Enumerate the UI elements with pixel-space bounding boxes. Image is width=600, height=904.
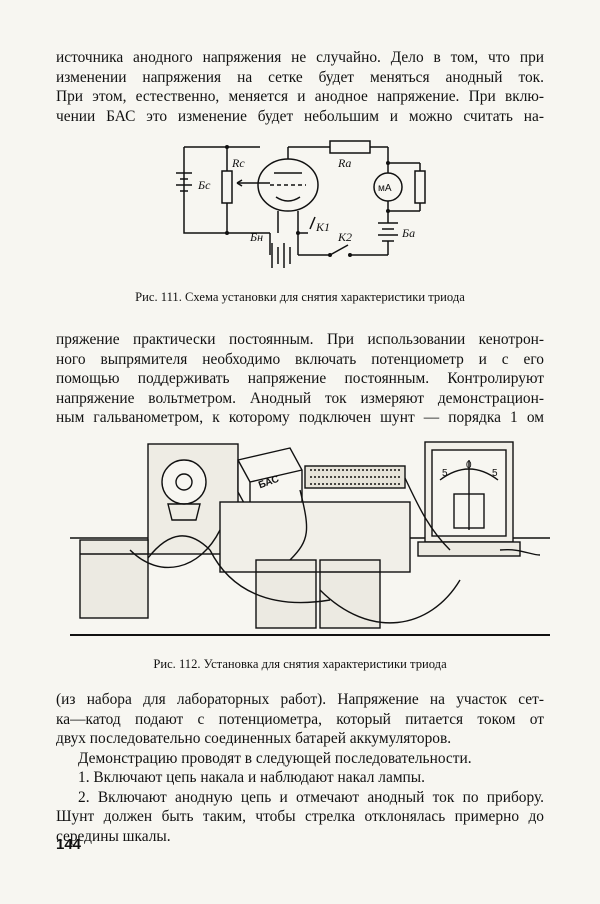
label-ra: Rа xyxy=(337,156,351,170)
text-line: ка—катод подают с потенциометра, который… xyxy=(56,710,544,728)
text-line: чении БАС это изменение будет небольшим … xyxy=(56,107,544,125)
label-bn: Бн xyxy=(249,230,263,244)
text-line: (из набора для лабораторных работ). Напр… xyxy=(56,691,544,708)
figure-111-circuit: Бс Rс Rа мА Ба Бн К1 К2 xyxy=(176,140,426,268)
text-line: двух последовательно соединенных батарей… xyxy=(56,730,452,747)
text-line: источника анодного напряжения не случайн… xyxy=(56,49,544,66)
text-line: напряжение вольтметром. Анодный ток изме… xyxy=(56,389,544,407)
page-number: 144 xyxy=(56,836,82,853)
label-k1: К1 xyxy=(315,220,330,234)
text-line: пряжение практически постоянным. При исп… xyxy=(56,331,544,348)
figure-112-apparatus: БАС 5 0 5 xyxy=(70,441,550,636)
text-line: 2. Включают анодную цепь и отмечают анод… xyxy=(78,788,544,806)
scale-right-label: 5 xyxy=(492,468,498,479)
text-line: Шунт должен быть таким, чтобы стрелка от… xyxy=(56,808,544,825)
text-line: ного выпрямителя необходимо включать пот… xyxy=(56,350,544,368)
scale-left-label: 5 xyxy=(442,468,448,479)
label-ba: Ба xyxy=(401,226,415,240)
label-ma: мА xyxy=(378,183,392,194)
paragraph-middle: пряжение практически постоянным. При исп… xyxy=(56,330,544,428)
label-rc: Rс xyxy=(231,156,245,170)
paragraph-bottom: (из набора для лабораторных работ). Напр… xyxy=(56,690,544,846)
paragraph-top: источника анодного напряжения не случайн… xyxy=(56,48,544,126)
text-line: При этом, естественно, меняется и анодно… xyxy=(56,88,544,105)
text-line: ным гальванометром, к которому подключен… xyxy=(56,409,544,426)
figure-111-caption: Рис. 111. Схема установки для снятия хар… xyxy=(135,290,465,304)
figure-112-caption: Рис. 112. Установка для снятия характери… xyxy=(153,657,447,671)
label-bc: Бс xyxy=(197,178,211,192)
text-line: 1. Включают цепь накала и наблюдают нака… xyxy=(78,769,425,786)
text-line: середины шкалы. xyxy=(56,827,171,845)
scale-mid-label: 0 xyxy=(466,460,472,471)
label-k2: К2 xyxy=(337,230,352,244)
text-line: изменении напряжения на сетке будет меня… xyxy=(56,68,544,86)
text-line: Демонстрацию проводят в следующей послед… xyxy=(78,749,472,767)
text-line: помощью поддерживать напряжение постоянн… xyxy=(56,370,544,387)
